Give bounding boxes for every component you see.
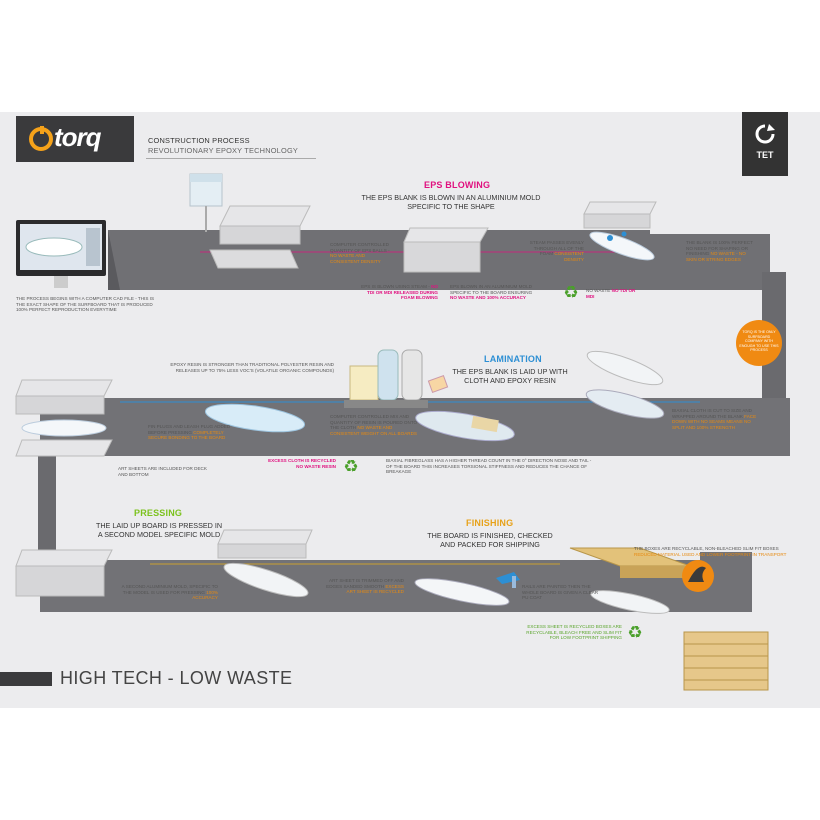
spray-gun-icon	[496, 572, 520, 588]
torq-logo-mark	[29, 126, 53, 151]
wrapped-blank	[585, 350, 665, 419]
pressing-mold-1	[15, 549, 113, 597]
pressing-mold-2	[217, 529, 313, 598]
finishing-note-1: RAILS ARE PAINTED THEN THE WHOLE BOARD I…	[522, 584, 599, 601]
finishing-note-3: EXCESS SHEET IS RECYCLED BOXES ARE RECYC…	[526, 624, 622, 641]
lamination-mold-left	[15, 379, 113, 457]
pressing-note-2: ART SHEET IS TRIMMED OFF AND EDGES SANDE…	[326, 578, 404, 595]
lamination-note-5: EXCESS CLOTH IS RECYCLED NO WASTE RESIN	[268, 458, 336, 469]
lamination-note-6: BIAXIAL FIBREGLASS HAS A HIGHER THREAD C…	[386, 458, 592, 475]
lamination-note-3: COMPUTER CONTROLLED MIX AND QUANTITY OF …	[330, 414, 418, 436]
monitor-screen	[20, 224, 102, 270]
lamination-note-1: EPOXY RESIN IS STRONGER THAN TRADITIONAL…	[170, 362, 334, 373]
eps-mold-2	[403, 227, 489, 273]
header-subtitle: REVOLUTIONARY EPOXY TECHNOLOGY	[148, 146, 299, 155]
band-connector-left	[38, 442, 56, 572]
eps-subtitle: THE EPS BLANK IS BLOWN IN AN ALUMINIUM M…	[361, 193, 541, 211]
recycle-icon: ♻	[563, 283, 579, 303]
lamination-note-7: ART SHEETS ARE INCLUDED FOR DECK AND BOT…	[118, 466, 207, 477]
eps-note-6: THE BLANK IS 100% PERFECT NO NEED FOR SH…	[686, 240, 753, 262]
box-stack	[683, 631, 769, 691]
recycle-icon: ♻	[627, 623, 643, 643]
cad-monitor	[16, 220, 106, 276]
header-title: CONSTRUCTION PROCESS	[148, 136, 250, 145]
pressing-title: PRESSING	[134, 508, 183, 518]
lamination-title: LAMINATION	[484, 354, 542, 364]
eps-note-1: COMPUTER CONTROLLED QUANTITY OF EPS BALL…	[330, 242, 390, 264]
eps-mold-3	[583, 201, 657, 261]
footer-tagline: HIGH TECH - LOW WASTE	[60, 668, 293, 688]
blank-with-plugs	[204, 403, 306, 433]
refresh-icon	[755, 124, 775, 144]
monitor-stand	[54, 276, 68, 288]
header-rule	[146, 158, 316, 159]
eps-title: EPS BLOWING	[424, 180, 491, 190]
eps-note-4: STEAM PASSES EVENLY THROUGH ALL OF THE F…	[529, 240, 584, 262]
footer-bar	[0, 672, 52, 686]
eps-note-2: EPS IS BLOWN USING STEAM - NO TDI OR MDI…	[361, 284, 438, 301]
eps-note-3: EPS BLOWN IN AN ALUMINIUM MOLD SPECIFIC …	[450, 284, 533, 301]
lamination-subtitle: THE EPS BLANK IS LAID UP WITH CLOTH AND …	[452, 367, 568, 385]
finished-board	[414, 578, 510, 606]
eps-note-5: NO WASTE NO TDI OR MDI	[586, 288, 636, 299]
logo-box: torq	[16, 116, 134, 162]
finishing-title: FINISHING	[466, 518, 514, 528]
band-row-3	[40, 552, 752, 612]
recycle-icon: ♻	[343, 457, 359, 477]
pressing-subtitle: THE LAID UP BOARD IS PRESSED IN A SECOND…	[95, 521, 223, 539]
pressing-note-1: A SECOND ALUMINIUM MOLD, SPECIFIC TO THE…	[121, 584, 218, 601]
fin-badge-icon	[682, 560, 714, 592]
tet-badge: TET	[742, 112, 788, 176]
lamination-note-4: BIAXIAL CLOTH IS CUT TO SIZE AND WRAPPED…	[672, 408, 757, 430]
eps-mold-1	[189, 173, 311, 269]
infographic-poster: torq CONSTRUCTION PROCESS REVOLUTIONARY …	[0, 112, 820, 708]
logo-text: torq	[54, 122, 102, 152]
lamination-note-2: FIN PLUGS AND LEASH PLUG ADDED BEFORE PR…	[148, 424, 231, 441]
only-company-badge: TORQ IS THE ONLY SURFBOARD COMPANY WITH …	[736, 320, 782, 366]
board-with-cloth	[415, 410, 515, 442]
finishing-note-2: THE BOXES ARE RECYCLABLE, NON-BLEACHED S…	[634, 546, 787, 557]
badge-text: TORQ IS THE ONLY SURFBOARD COMPANY WITH …	[739, 330, 779, 353]
tet-label: TET	[756, 150, 774, 160]
resin-machine	[344, 349, 449, 408]
start-desc: THE PROCESS BEGINS WITH A COMPUTER CAD F…	[16, 296, 155, 313]
finishing-subtitle: THE BOARD IS FINISHED, CHECKED AND PACKE…	[427, 531, 553, 549]
